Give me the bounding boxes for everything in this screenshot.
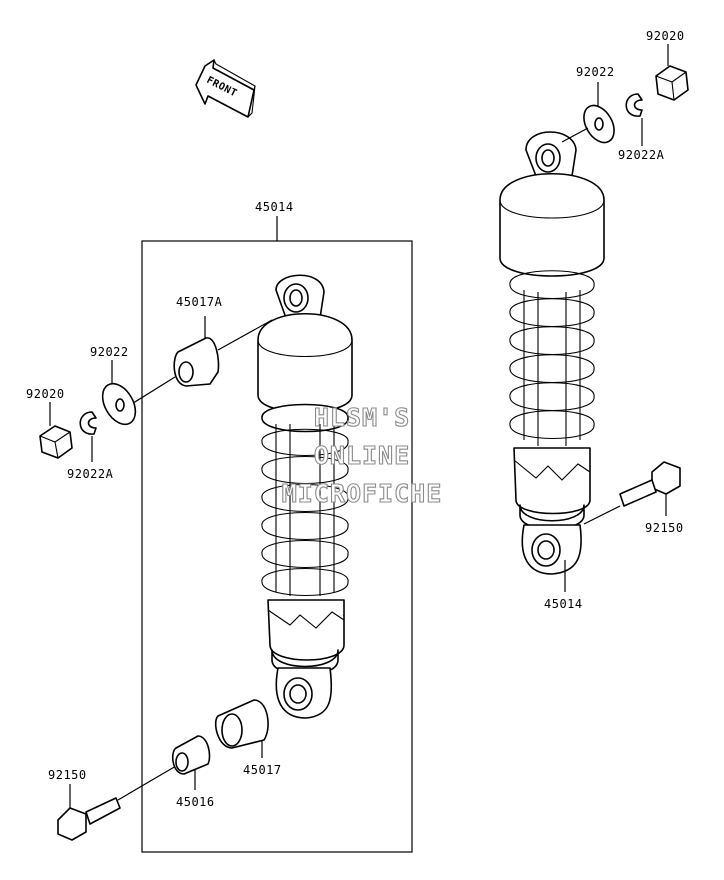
bushing-45017a [173,337,220,387]
shock-absorber-main [257,274,353,719]
label-92022a-left: 92022A [67,467,114,481]
watermark: HLSM'S ONLINE MICROFICHE [281,402,443,508]
label-45017: 45017 [243,763,282,777]
label-92022-left: 92022 [90,345,129,359]
label-92022a-right: 92022A [618,148,665,162]
label-92020-left: 92020 [26,387,65,401]
watermark-line-2: ONLINE [314,441,410,470]
nut-92020-right [655,65,689,101]
label-45017a: 45017A [176,295,223,309]
clip-92022a-left [79,411,97,435]
label-92020-right: 92020 [646,29,685,43]
watermark-line-1: HLSM'S [314,403,410,432]
label-92150-right: 92150 [645,521,684,535]
bolt-92150-left [57,797,121,841]
watermark-line-3: MICROFICHE [282,479,443,508]
bushing-45017 [214,699,269,749]
washer-92022-right [583,104,615,144]
nut-92020-left [39,425,73,459]
clip-92022a-right [625,93,643,117]
label-45014-right: 45014 [544,597,583,611]
front-direction-arrow: FRONT [195,59,256,118]
collar-45016 [171,735,211,775]
label-45014-main: 45014 [255,200,294,214]
bolt-92150-right [619,461,681,507]
label-45016: 45016 [176,795,215,809]
spring-coils [261,403,349,597]
washer-92022-left [101,382,137,426]
label-92022-right: 92022 [576,65,615,79]
shock-absorber-right [499,131,605,575]
label-92150-left: 92150 [48,768,87,782]
